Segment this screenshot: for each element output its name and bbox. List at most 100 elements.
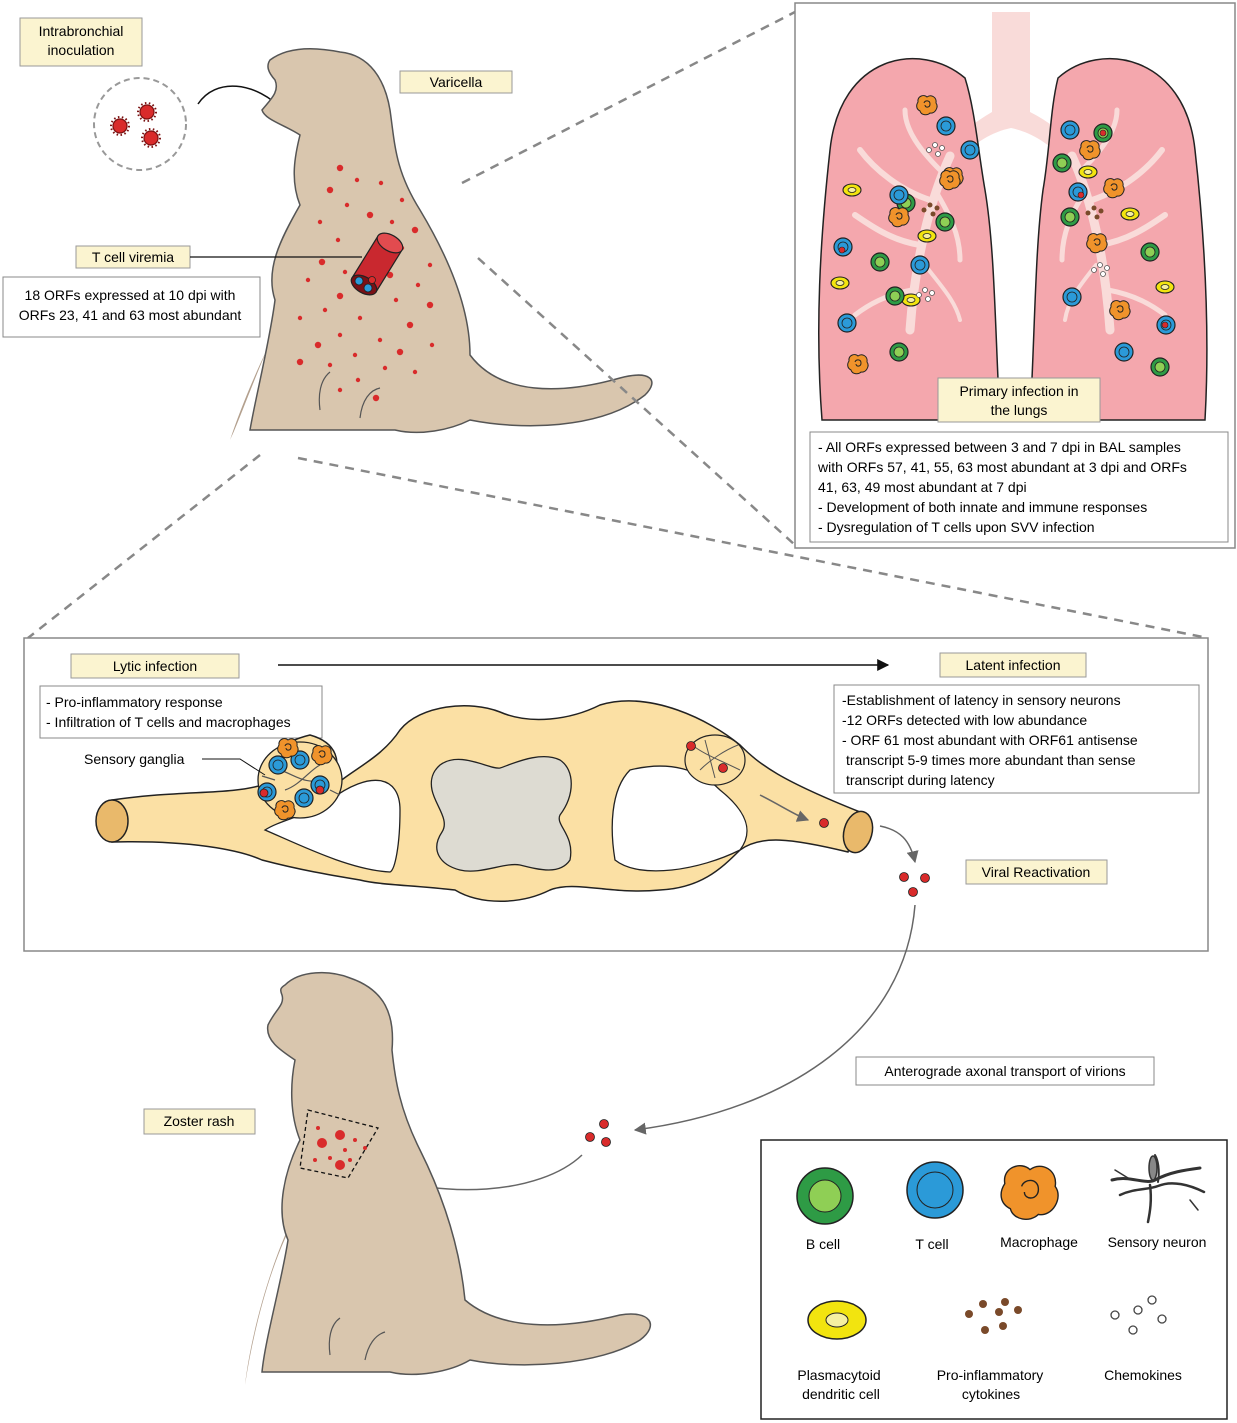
rash-lesion	[336, 292, 344, 300]
lytic-note-line1: - Pro-inflammatory response	[46, 694, 223, 710]
rash-lesion	[396, 348, 404, 356]
latent-label-text: Latent infection	[966, 657, 1061, 673]
lungs-note-box: - All ORFs expressed between 3 and 7 dpi…	[809, 431, 1229, 543]
rash-lesion	[337, 387, 343, 393]
viremia-note-line2: ORFs 23, 41 and 63 most abundant	[19, 307, 242, 323]
latent-ganglion	[684, 734, 746, 786]
rash-lesion	[429, 342, 435, 348]
virus-inoculum-circle	[93, 77, 187, 171]
latent-note-box: -Establishment of latency in sensory neu…	[833, 684, 1200, 794]
zoster-lesion	[363, 1146, 367, 1150]
virus-icon	[899, 872, 909, 882]
rash-lesion	[327, 362, 333, 368]
t-cell-icon	[889, 185, 909, 205]
rash-lesion	[372, 394, 380, 402]
t-cell-icon	[906, 1161, 964, 1219]
axon-transport-arrow	[759, 794, 810, 822]
rash-lesion	[355, 377, 361, 383]
latent-note-line3: - ORF 61 most abundant with ORF61 antise…	[842, 732, 1138, 748]
lung-immune-cells	[830, 95, 1176, 377]
zoster-lesion	[335, 1160, 345, 1170]
legend-pdc-label-line2: dendritic cell	[802, 1386, 880, 1402]
b-cell-icon	[1052, 153, 1072, 173]
legend-chemokines-label: Chemokines	[1104, 1367, 1182, 1383]
pdc-icon	[842, 183, 862, 197]
lungs-note-line4: - Development of both innate and immune …	[818, 499, 1147, 515]
anterograde-transport-arrow	[633, 904, 916, 1135]
monkey-bottom	[245, 971, 652, 1385]
pdc-icon	[830, 276, 850, 290]
legend-pdc-label-line1: Plasmacytoid	[797, 1367, 880, 1383]
virus-icon	[838, 246, 846, 254]
inoculation-label: Intrabronchial inoculation	[19, 17, 143, 67]
pdc-icon	[1155, 280, 1175, 294]
rash-lesion	[389, 219, 395, 225]
anterograde-text: Anterograde axonal transport of virions	[884, 1063, 1125, 1079]
t-cell-icon	[268, 755, 288, 775]
lytic-note-line2: - Infiltration of T cells and macrophage…	[46, 714, 291, 730]
rash-lesion	[411, 226, 419, 234]
t-cell-icon	[910, 255, 930, 275]
lungs-note-line3: 41, 63, 49 most abundant at 7 dpi	[818, 479, 1027, 495]
chemokine-icon	[1110, 1295, 1167, 1335]
zoom-line-ganglia-right	[297, 456, 1209, 640]
zoster-rash-lesions	[313, 1126, 367, 1170]
latent-note-line2: -12 ORFs detected with low abundance	[842, 712, 1087, 728]
t-cell-icon	[960, 140, 980, 160]
rash-lesion	[326, 186, 334, 194]
varicella-rash	[296, 164, 435, 402]
b-cell-icon	[796, 1167, 854, 1225]
zoster-lesion	[316, 1126, 320, 1130]
legend-t-cell-label: T cell	[915, 1236, 948, 1252]
legend-sensory-neuron-label: Sensory neuron	[1108, 1234, 1207, 1250]
zoster-lesion	[348, 1158, 352, 1162]
pdc-icon	[807, 1300, 867, 1340]
zoom-line-lungs-bottom	[477, 257, 796, 546]
left-lung	[818, 57, 1001, 421]
legend-b-cell-label: B cell	[806, 1236, 840, 1252]
pdc-icon	[1120, 207, 1140, 221]
zoom-line-ganglia-left	[27, 454, 261, 639]
zoster-lesion	[343, 1148, 347, 1152]
zoster-lesion	[317, 1138, 327, 1148]
b-cell-icon	[870, 252, 890, 272]
rash-lesion	[415, 282, 421, 288]
zoster-rash-text: Zoster rash	[164, 1113, 235, 1129]
varicella-label-text: Varicella	[430, 74, 483, 90]
virus-icon	[908, 887, 918, 897]
latent-note-line4: transcript 5-9 times more abundant than …	[846, 752, 1136, 768]
pdc-icon	[917, 229, 937, 243]
rash-lesion	[393, 297, 399, 303]
b-cell-icon	[935, 212, 955, 232]
rash-lesion	[406, 321, 414, 329]
lytic-note-box: - Pro-inflammatory response - Infiltrati…	[39, 685, 323, 739]
virus-icon	[920, 873, 930, 883]
viral-reactivation-text: Viral Reactivation	[982, 864, 1091, 880]
rash-lesion	[336, 164, 344, 172]
monkey-top	[230, 48, 653, 440]
virus-icon	[110, 116, 130, 136]
cytokine-icon	[965, 1298, 1022, 1334]
lungs-note-line1: - All ORFs expressed between 3 and 7 dpi…	[818, 439, 1181, 455]
virus-icon	[599, 1119, 609, 1129]
rash-lesion	[426, 301, 434, 309]
t-cell-viremia-label: T cell viremia	[75, 245, 191, 269]
zoom-line-lungs-top	[461, 10, 796, 185]
latent-label: Latent infection	[939, 652, 1087, 678]
zoster-rash-area	[299, 1109, 380, 1179]
zoster-lesion	[353, 1138, 357, 1142]
legend-cytokines-label-line2: cytokines	[962, 1386, 1020, 1402]
rash-lesion	[386, 271, 394, 279]
ganglia-panel: Lytic infection Latent infection - Pro-i…	[23, 637, 1209, 952]
rash-lesion	[314, 341, 322, 349]
legend-macrophage-label: Macrophage	[1000, 1234, 1078, 1250]
t-cell-icon	[294, 788, 314, 808]
primary-infection-line2: the lungs	[991, 402, 1048, 418]
lungs-panel: Primary infection in the lungs - All ORF…	[794, 2, 1236, 549]
viral-reactivation-label: Viral Reactivation	[965, 859, 1108, 885]
macrophage-icon	[1000, 1165, 1059, 1220]
rash-lesion	[337, 332, 343, 338]
rash-lesion	[317, 219, 323, 225]
rash-lesion	[354, 177, 360, 183]
